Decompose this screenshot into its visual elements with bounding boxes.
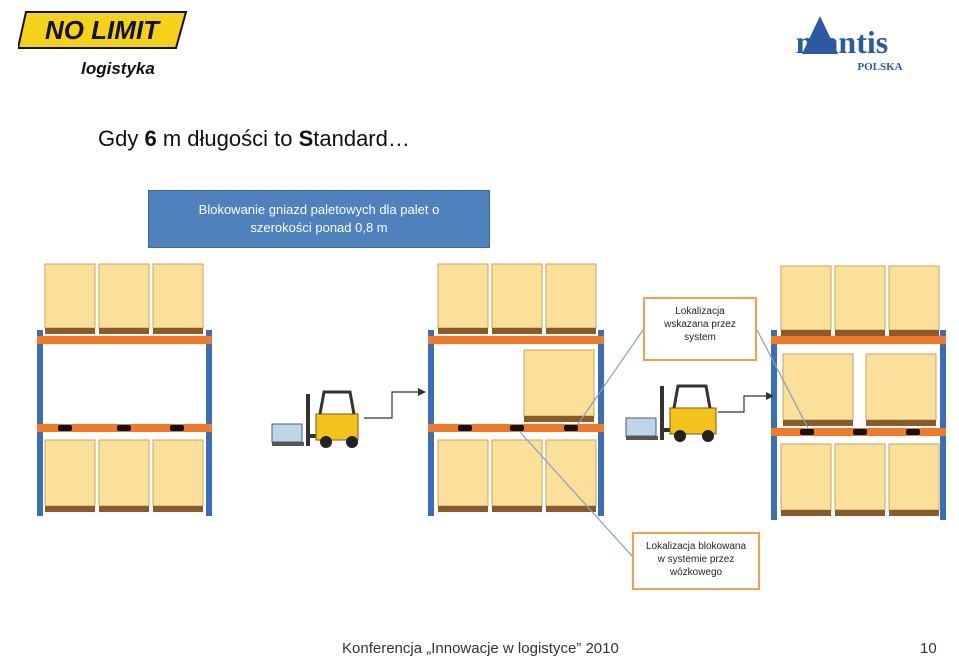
forklift-icon [625,384,717,442]
callout-system-line1: Lokalizacja [675,306,725,317]
callout-system-location: Lokalizacja wskazana przez system [643,297,757,361]
mantis-logo: mantis POLSKA [796,16,903,73]
forklift-icon [271,390,359,448]
callout-pointer [519,329,809,557]
callout-system-line2: wskazana przez [664,319,736,330]
blocking-info-line2: szerokości ponad 0,8 m [250,220,388,235]
blocking-info-box: Blokowanie gniazd paletowych dla palet o… [148,190,490,248]
slide-title: Gdy 6 m długości to Standard… [98,126,410,152]
callout-blocked-line3: wózkowego [669,567,723,578]
nolimit-logo: NO LIMIT logistyka [18,11,188,78]
pallet-rack-icon [771,265,946,520]
footer-text: Konferencja „Innowacje w logistyce” 2010 [342,640,619,657]
arrow-icon [364,388,426,419]
nolimit-logo-subtext: logistyka [81,59,155,78]
title-bold-letter: S [298,126,314,151]
title-mid: m długości to [156,126,299,151]
mantis-logo-text: mantis [796,24,888,60]
title-post: tandard… [313,126,410,151]
callout-blocked-line1: Lokalizacja blokowana [645,541,747,552]
page-number: 10 [920,640,937,657]
pallet-rack-icon [428,263,604,516]
title-bold-number: 6 [144,126,157,151]
title-pre: Gdy [98,126,145,151]
blocking-info-line1: Blokowanie gniazd paletowych dla palet o [198,202,440,217]
callout-system-line3: system [684,332,716,343]
callout-blocked-location: Lokalizacja blokowana w systemie przez w… [632,532,760,590]
nolimit-logo-text: NO LIMIT [45,15,161,45]
arrow-icon [718,392,774,413]
mantis-logo-subtext: POLSKA [857,61,902,73]
callout-blocked-line2: w systemie przez [657,554,735,565]
pallet-rack-icon [37,263,212,516]
